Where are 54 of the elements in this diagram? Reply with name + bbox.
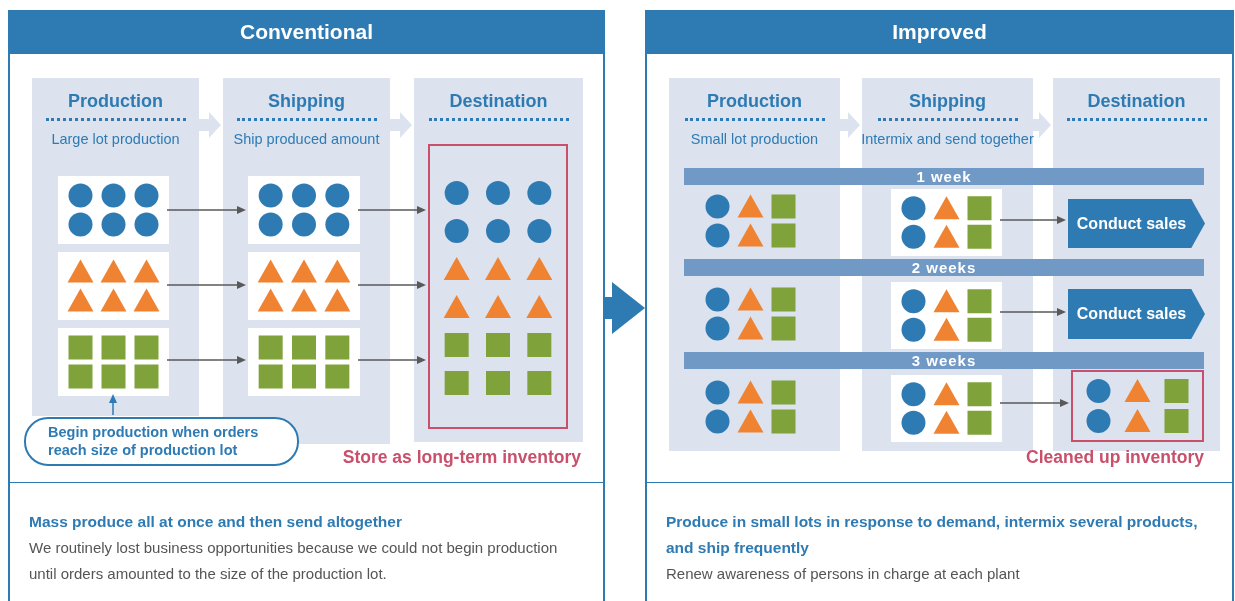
arrow — [357, 356, 426, 364]
lot-box — [248, 252, 360, 320]
column-heading: Destination — [1066, 91, 1207, 121]
lot-box — [248, 328, 360, 396]
panel — [645, 10, 1234, 601]
lot-box — [891, 375, 1002, 442]
column-heading: Production — [684, 91, 825, 121]
callout-box: Begin production when orders reach size of production lot — [24, 417, 299, 466]
column-heading: Destination — [428, 91, 569, 121]
week-band: 3 weeks — [684, 352, 1204, 369]
arrow — [999, 308, 1066, 316]
lot-box — [58, 328, 169, 396]
week-band: 2 weeks — [684, 259, 1204, 276]
summary-heading: Mass produce all at once and then send altogether — [29, 512, 403, 532]
column-subtitle: Intermix and send together — [860, 131, 1035, 147]
arrow — [357, 281, 426, 289]
summary-text: Renew awareness of persons in charge at each plant — [666, 564, 1021, 584]
lot-box — [891, 282, 1002, 349]
flow-arrow — [197, 112, 221, 138]
arrow — [999, 216, 1066, 224]
inventory-note: Cleaned up inventory — [1026, 447, 1204, 468]
flow-arrow — [388, 112, 412, 138]
sales-tag: Conduct sales — [1068, 199, 1205, 248]
column-subtitle: Large lot production — [50, 131, 181, 147]
column-heading: Production — [45, 91, 186, 121]
arrow — [166, 206, 246, 214]
flow-arrow — [1031, 112, 1051, 138]
lot-box — [891, 189, 1002, 256]
sales-tag: Conduct sales — [1068, 289, 1205, 339]
arrow — [999, 399, 1069, 407]
summary-heading: Produce in small lots in response to demand, intermix several products, and ship frequently — [666, 512, 1199, 558]
panel-heading: Conventional — [8, 10, 605, 54]
week-band: 1 week — [684, 168, 1204, 185]
panel-heading: Improved — [645, 10, 1234, 54]
summary-text: We routinely lost business opportunities because we could not begin production until orders amounted to the size of the production lot. — [29, 538, 559, 584]
column-subtitle: Ship produced amount — [232, 131, 381, 147]
arrow — [357, 206, 426, 214]
inventory-frame — [1071, 370, 1204, 442]
inventory-frame — [428, 144, 568, 429]
column-subtitle: Small lot production — [689, 131, 820, 147]
lot-box — [248, 176, 360, 244]
flow-arrow — [605, 282, 645, 334]
panel — [8, 10, 605, 601]
arrow — [109, 394, 117, 416]
arrow — [166, 281, 246, 289]
inventory-note: Store as long-term inventory — [342, 447, 581, 468]
column-panel — [32, 78, 199, 416]
lot-box — [58, 176, 169, 244]
column-heading: Shipping — [236, 91, 377, 121]
flow-arrow — [838, 112, 860, 138]
lot-box — [58, 252, 169, 320]
arrow — [166, 356, 246, 364]
column-heading: Shipping — [877, 91, 1018, 121]
column-panel — [414, 78, 583, 442]
